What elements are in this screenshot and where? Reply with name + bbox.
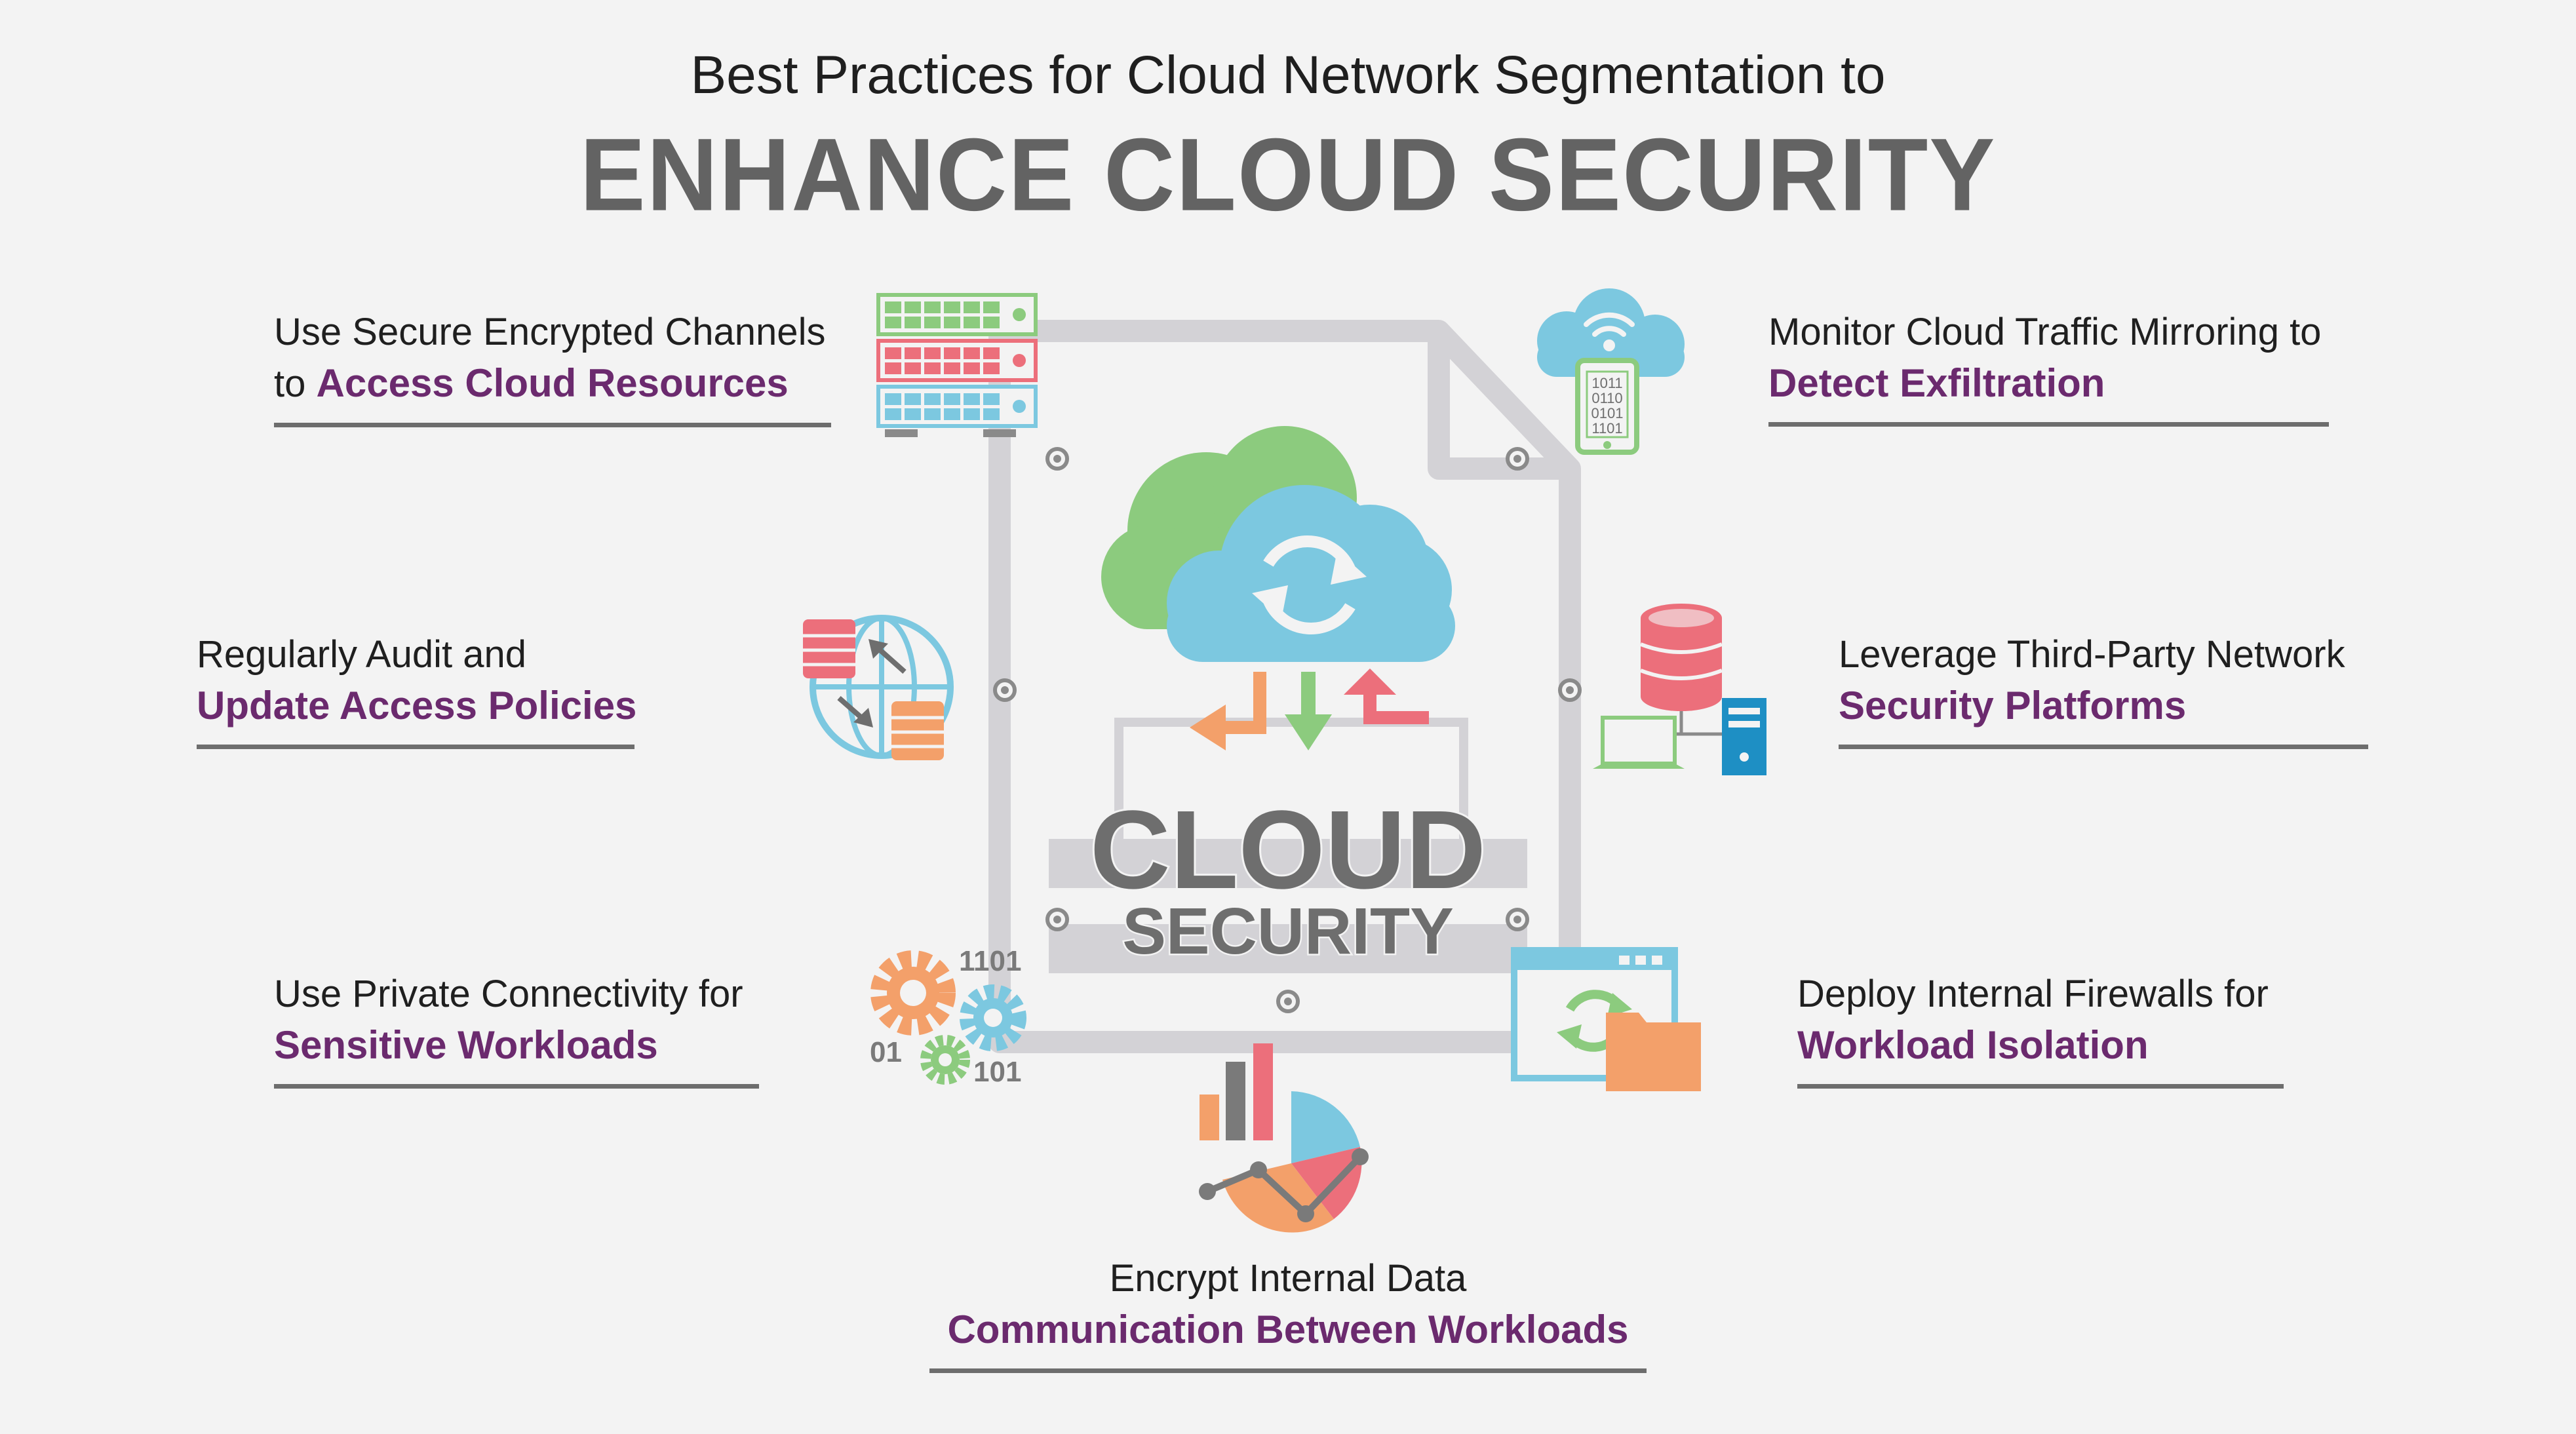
practice-item-private-connectivity: Use Private Connectivity for Sensitive W… bbox=[274, 969, 759, 1089]
binary-text-c: 101 bbox=[973, 1056, 1021, 1088]
desktop-tower-icon bbox=[1722, 698, 1766, 775]
trend-line-icon bbox=[1206, 1154, 1363, 1219]
item-underline bbox=[274, 1084, 759, 1089]
page-subtitle: ENHANCE CLOUD SECURITY bbox=[579, 116, 1997, 233]
network-database-icon bbox=[1593, 604, 1766, 775]
item-line1: Regularly Audit and bbox=[197, 633, 526, 676]
item-underline bbox=[929, 1368, 1647, 1373]
phone-binary-3: 0101 bbox=[1591, 405, 1624, 421]
cloud-phone-icon: 1011 0110 0101 1101 bbox=[1537, 288, 1685, 455]
orange-gear-icon bbox=[870, 950, 956, 1036]
item-line1: Deploy Internal Firewalls for bbox=[1797, 973, 2269, 1015]
practice-item-traffic-mirroring: Monitor Cloud Traffic Mirroring to Detec… bbox=[1768, 307, 2329, 427]
binary-text-a: 1101 bbox=[959, 947, 1021, 977]
item-underline bbox=[1797, 1084, 2284, 1089]
laptop-icon bbox=[1593, 716, 1685, 769]
practice-item-internal-firewalls: Deploy Internal Firewalls for Workload I… bbox=[1797, 969, 2284, 1089]
pie-chart-icon bbox=[1222, 1091, 1362, 1233]
practice-item-encrypt-internal: Encrypt Internal Data Communication Betw… bbox=[929, 1253, 1647, 1373]
blue-gear-icon bbox=[960, 984, 1026, 1051]
center-title: CLOUD bbox=[1090, 788, 1486, 912]
phone-binary-1: 1011 bbox=[1591, 375, 1622, 391]
item-line2-highlight: Communication Between Workloads bbox=[947, 1308, 1629, 1351]
page-title: Best Practices for Cloud Network Segment… bbox=[690, 45, 1886, 105]
globe-database-icon bbox=[803, 615, 954, 760]
green-gear-icon bbox=[920, 1035, 970, 1085]
green-arrow-icon bbox=[1285, 672, 1332, 750]
window-folder-icon bbox=[1511, 947, 1701, 1091]
item-line2-highlight: Update Access Policies bbox=[197, 684, 637, 727]
item-underline bbox=[197, 745, 634, 749]
item-underline bbox=[1768, 422, 2329, 427]
practice-item-secure-channels: Use Secure Encrypted Channels to Access … bbox=[274, 307, 831, 427]
item-line2-highlight: Sensitive Workloads bbox=[274, 1023, 658, 1067]
item-underline bbox=[274, 423, 831, 427]
phone-binary-2: 0110 bbox=[1591, 390, 1622, 406]
orange-arrow-icon bbox=[1190, 672, 1266, 750]
center-subtitle: SECURITY bbox=[1122, 895, 1454, 968]
item-line2-prefix: to bbox=[274, 362, 317, 405]
item-line1: Encrypt Internal Data bbox=[1109, 1257, 1467, 1300]
item-line1: Use Private Connectivity for bbox=[274, 973, 743, 1015]
document-outline bbox=[988, 320, 1581, 1053]
item-line1: Use Secure Encrypted Channels bbox=[274, 311, 826, 353]
item-line2-highlight: Security Platforms bbox=[1839, 684, 2187, 727]
practice-item-third-party: Leverage Third-Party Network Security Pl… bbox=[1839, 629, 2368, 749]
phone-binary-4: 1101 bbox=[1591, 420, 1622, 436]
bar-chart-icon bbox=[1200, 1043, 1273, 1140]
practice-item-audit-policies: Regularly Audit and Update Access Polici… bbox=[197, 629, 637, 749]
item-line1: Leverage Third-Party Network bbox=[1839, 633, 2345, 676]
item-line2-highlight: Workload Isolation bbox=[1797, 1023, 2149, 1067]
binary-text-b: 01 bbox=[870, 1036, 902, 1068]
item-line2-highlight: Detect Exfiltration bbox=[1768, 361, 2105, 405]
rivet-dots bbox=[993, 447, 1582, 1013]
gears-binary-icon: 1101 01 101 bbox=[870, 947, 1026, 1088]
red-arrow-icon bbox=[1344, 669, 1429, 724]
item-line1: Monitor Cloud Traffic Mirroring to bbox=[1768, 311, 2322, 353]
server-rack-icon bbox=[876, 293, 1038, 437]
item-line2-highlight: Access Cloud Resources bbox=[316, 361, 789, 405]
chart-analytics-icon bbox=[1199, 1043, 1369, 1233]
circuit-bars bbox=[1049, 718, 1527, 973]
item-underline bbox=[1839, 745, 2368, 749]
